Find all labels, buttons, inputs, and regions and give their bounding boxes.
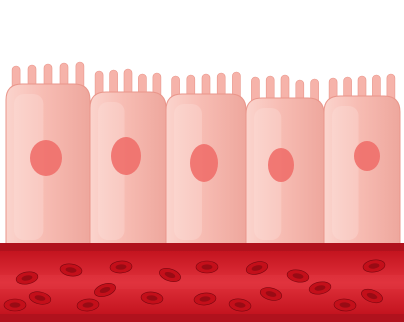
- vessel-band: [0, 275, 404, 289]
- nucleus: [190, 144, 218, 182]
- blood-vessel: [0, 243, 404, 322]
- nucleus: [354, 141, 380, 171]
- blood-cell-center: [10, 302, 21, 307]
- red-blood-cell: [4, 299, 26, 311]
- epithelial-cells: [6, 62, 400, 250]
- epithelial-cell: [90, 69, 166, 250]
- nucleus: [30, 140, 62, 176]
- cell-highlight: [332, 106, 359, 240]
- epithelial-cell: [246, 75, 324, 250]
- nucleus: [111, 137, 141, 175]
- epithelial-cell: [324, 74, 400, 250]
- epithelial-cell: [6, 62, 90, 250]
- blood-cell-center: [202, 264, 213, 269]
- nucleus: [268, 148, 294, 182]
- epithelial-cell: [166, 72, 246, 250]
- red-blood-cell: [196, 261, 218, 273]
